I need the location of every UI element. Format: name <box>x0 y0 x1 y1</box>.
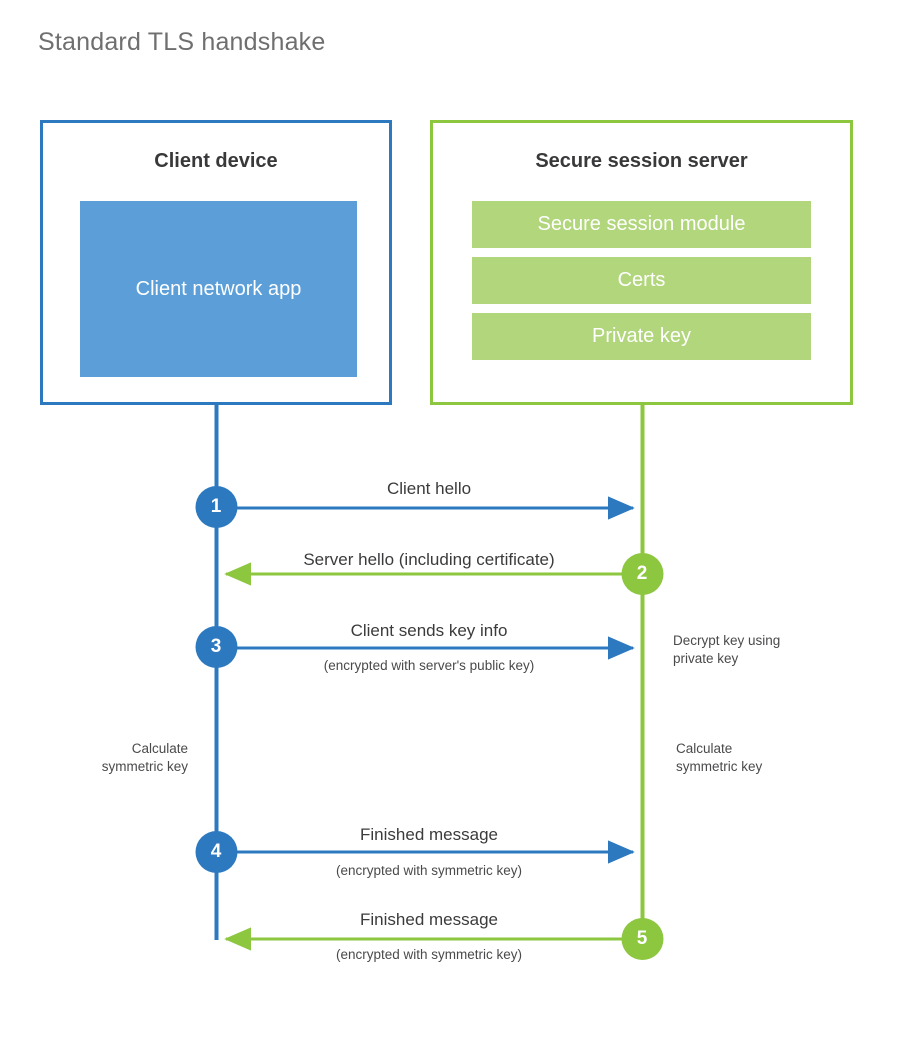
server-block-certs: Certs <box>472 257 811 304</box>
message-label-step-1: Client hello <box>386 479 472 498</box>
note-calculate-symmetric-key-client: Calculate symmetric key <box>101 741 188 774</box>
message-sublabel-step-5: (encrypted with symmetric key) <box>335 947 523 962</box>
message-sublabel-step-3: (encrypted with server's public key) <box>323 658 535 673</box>
step-marker-2 <box>621 553 664 595</box>
secure-session-server-title: Secure session server <box>535 150 748 172</box>
step-marker-4 <box>195 831 238 873</box>
server-block-secure-session-module: Secure session module <box>472 201 811 248</box>
message-label-step-5: Finished message <box>360 910 498 929</box>
client-network-app-block: Client network app <box>80 201 357 377</box>
message-label-step-4: Finished message <box>360 825 498 844</box>
client-device-box: Client device Client network app <box>40 120 392 405</box>
client-device-title: Client device <box>154 150 278 172</box>
message-sublabel-step-4: (encrypted with symmetric key) <box>335 863 523 878</box>
note-calculate-symmetric-key-server: Calculate symmetric key <box>676 741 763 774</box>
step-marker-5 <box>621 918 664 960</box>
step-marker-3 <box>195 626 238 668</box>
message-label-step-2: Server hello (including certificate) <box>303 550 555 569</box>
message-label-step-3: Client sends key info <box>350 621 508 640</box>
page-title: Standard TLS handshake <box>38 28 326 56</box>
secure-session-server-box: Secure session server Secure session mod… <box>430 120 853 405</box>
server-component-list: Secure session module Certs Private key <box>472 201 811 369</box>
step-marker-1 <box>195 486 238 528</box>
note-decrypt-key: Decrypt key using private key <box>673 633 781 666</box>
server-block-private-key: Private key <box>472 313 811 360</box>
